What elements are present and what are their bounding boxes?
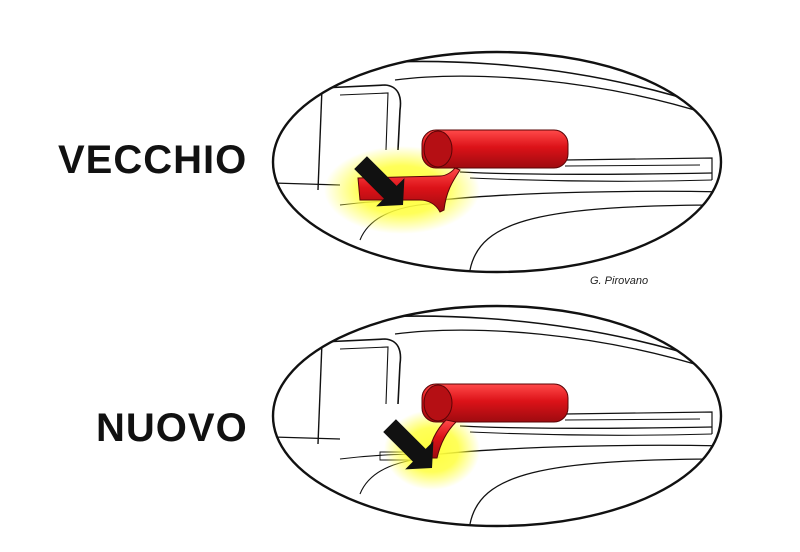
red-deflector-new — [427, 419, 458, 459]
pointer-arrow — [354, 156, 405, 207]
new-version-illustration — [271, 304, 723, 528]
label-old-version: VECCHIO — [58, 138, 248, 182]
red-intake-part — [421, 383, 569, 423]
author-credit: G. Pirovano — [590, 275, 649, 287]
red-intake-part — [421, 129, 569, 169]
pointer-arrow — [383, 419, 434, 470]
detail-frame-ellipse — [271, 50, 723, 274]
label-new-version: NUOVO — [96, 406, 248, 450]
old-version-illustration — [271, 50, 723, 274]
detail-frame-ellipse — [271, 304, 723, 528]
